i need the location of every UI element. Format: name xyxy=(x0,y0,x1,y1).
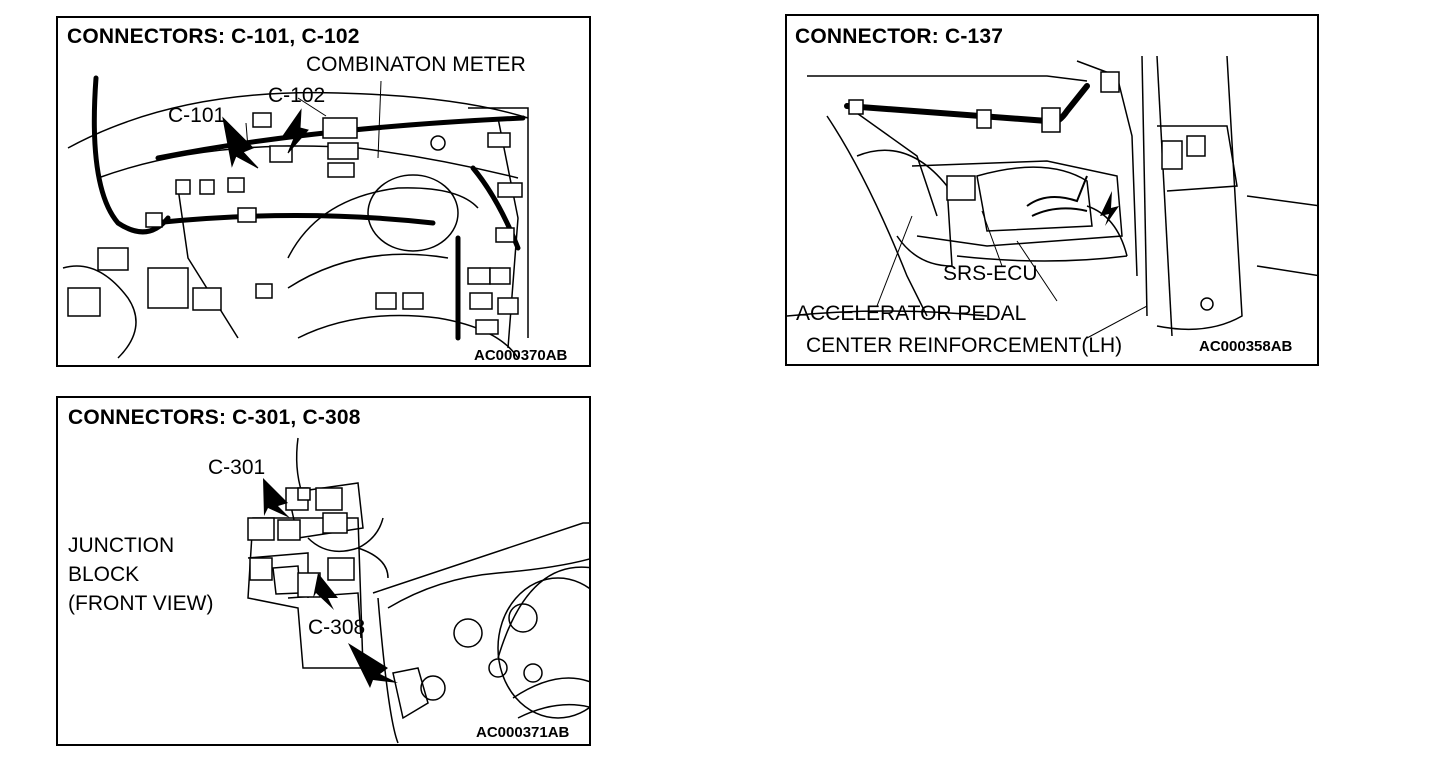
figure-code: AC000358AB xyxy=(1199,338,1293,355)
diagram-panel-c101-c102: CONNECTORS: C-101, C-102 COMBINATON METE… xyxy=(56,16,591,367)
junction-block-illustration xyxy=(247,437,589,744)
label-c301: C-301 xyxy=(208,456,266,479)
srs-ecu-illustration xyxy=(787,55,1317,339)
label-srs-ecu: SRS-ECU xyxy=(943,262,1038,285)
label-center-reinforcement: CENTER REINFORCEMENT(LH) xyxy=(806,334,1123,357)
figure-code: AC000371AB xyxy=(476,724,570,741)
panel-title: CONNECTORS: C-101, C-102 xyxy=(67,25,360,48)
panel-title: CONNECTOR: C-137 xyxy=(795,25,1004,48)
panel-title: CONNECTORS: C-301, C-308 xyxy=(68,406,361,429)
label-accelerator-pedal: ACCELERATOR PEDAL xyxy=(796,302,1027,325)
label-junction: JUNCTION xyxy=(68,534,175,557)
dashboard-wiring-illustration xyxy=(62,75,529,359)
label-block: BLOCK xyxy=(68,563,140,586)
figure-code: AC000370AB xyxy=(474,347,568,364)
label-c101: C-101 xyxy=(168,104,226,127)
label-combination-meter: COMBINATON METER xyxy=(306,53,526,76)
diagram-panel-c137: CONNECTOR: C-137 SRS-ECU ACCELERATOR PED… xyxy=(785,14,1319,366)
label-front-view: (FRONT VIEW) xyxy=(68,592,214,615)
label-c102: C-102 xyxy=(268,84,326,107)
diagram-panel-c301-c308: CONNECTORS: C-301, C-308 C-301 JUNCTION … xyxy=(56,396,591,746)
label-c308: C-308 xyxy=(308,616,366,639)
